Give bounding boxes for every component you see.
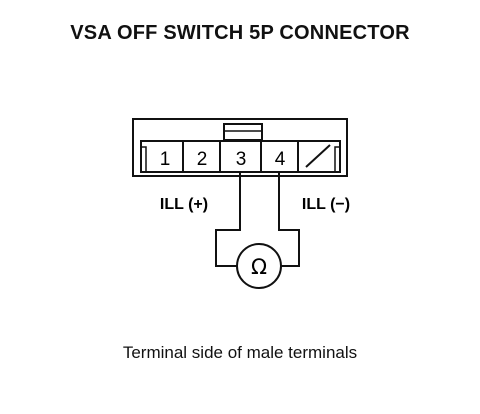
ill-plus-label: ILL (+) — [160, 196, 208, 213]
ill-minus-label: ILL (−) — [302, 196, 350, 213]
probe-wire-pin3 — [215, 172, 241, 267]
pin-1-label: 1 — [160, 149, 171, 170]
right-notch — [334, 141, 341, 172]
pin-3-label: 3 — [236, 149, 247, 170]
probe-wire-pin4 — [278, 172, 300, 267]
diagram-title: VSA OFF SWITCH 5P CONNECTOR — [70, 22, 410, 44]
unused-pin-slash — [305, 144, 331, 168]
pin-2-label: 2 — [197, 149, 208, 170]
ohmmeter — [236, 243, 282, 289]
pin-4-label: 4 — [275, 149, 286, 170]
locking-tab — [223, 123, 263, 141]
diagram-caption: Terminal side of male terminals — [122, 343, 358, 362]
left-notch — [140, 141, 147, 172]
ohm-icon: Ω — [251, 255, 267, 279]
